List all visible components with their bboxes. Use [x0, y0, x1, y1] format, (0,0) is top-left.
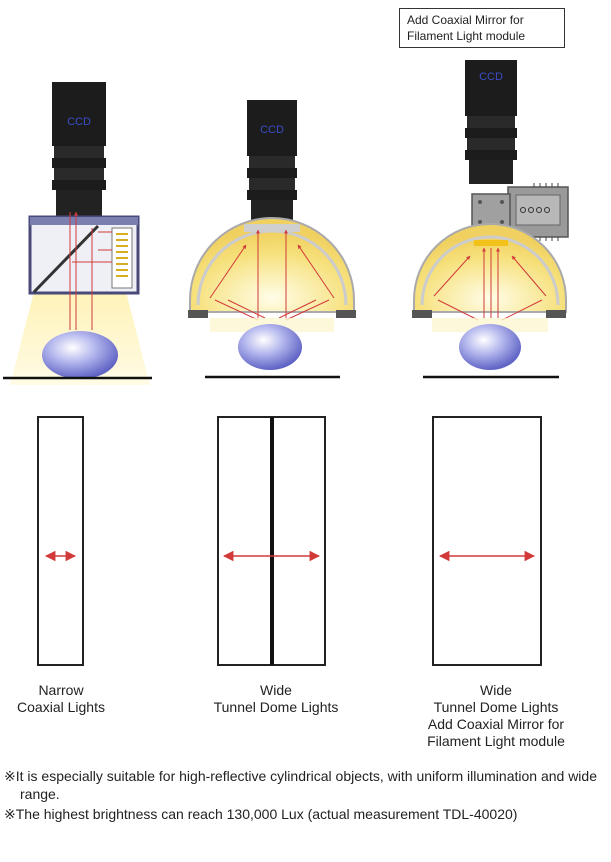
- note-2: ※The highest brightness can reach 130,00…: [4, 805, 609, 823]
- camera-2: CCD: [247, 100, 297, 222]
- cylindrical-object-3: [459, 324, 521, 370]
- dome-rays-2: [209, 229, 335, 321]
- callout-line-1: Add Coaxial Mirror for: [407, 13, 524, 27]
- range-box-wide: [217, 416, 326, 666]
- caption-3-line-4: Filament Light module: [427, 733, 565, 749]
- cylindrical-object-1: [42, 331, 118, 379]
- camera-3-label: CCD: [479, 71, 503, 83]
- coaxial-box: [28, 215, 140, 295]
- tunnel-dome-setup: CCD: [188, 100, 356, 379]
- note-1: ※It is especially suitable for high-refl…: [4, 767, 609, 803]
- caption-1-line-2: Coaxial Lights: [17, 699, 105, 715]
- caption-2-line-1: Wide: [260, 682, 292, 698]
- caption-narrow-coaxial: Narrow Coaxial Lights: [0, 682, 122, 716]
- tunnel-dome-coaxial-setup: CCD: [412, 60, 569, 379]
- range-box-narrow: [37, 416, 84, 666]
- note-2-mark: ※: [4, 806, 16, 822]
- cylindrical-object-2: [238, 324, 302, 370]
- camera-2-label: CCD: [260, 124, 284, 136]
- callout-line-2: Filament Light module: [407, 29, 526, 43]
- dome-rays-3: [433, 247, 547, 321]
- dome-3: [412, 223, 567, 318]
- camera-3: CCD: [465, 60, 517, 184]
- caption-3-line-1: Wide: [480, 682, 512, 698]
- coaxial-light-setup: CCD: [3, 82, 152, 385]
- range-box-wide-coaxial: [432, 416, 542, 666]
- coaxial-rays: [69, 211, 93, 330]
- note-1-text: It is especially suitable for high-refle…: [15, 768, 597, 802]
- note-1-mark: ※: [4, 768, 16, 784]
- caption-1-line-1: Narrow: [38, 682, 84, 698]
- caption-3-line-2: Tunnel Dome Lights: [433, 699, 559, 715]
- camera-1: CCD: [52, 82, 106, 216]
- caption-3-line-3: Add Coaxial Mirror for: [427, 716, 565, 732]
- caption-2-line-2: Tunnel Dome Lights: [213, 699, 339, 715]
- coaxial-mirror-callout: Add Coaxial Mirror for Filament Light mo…: [399, 8, 565, 48]
- note-2-text: The highest brightness can reach 130,000…: [15, 806, 518, 822]
- dome-2: [188, 217, 356, 318]
- camera-1-label: CCD: [67, 116, 91, 128]
- caption-wide-tunnel-dome: Wide Tunnel Dome Lights: [186, 682, 366, 716]
- caption-wide-tunnel-dome-coaxial: Wide Tunnel Dome Lights Add Coaxial Mirr…: [396, 682, 596, 750]
- notes-section: ※It is especially suitable for high-refl…: [4, 767, 609, 825]
